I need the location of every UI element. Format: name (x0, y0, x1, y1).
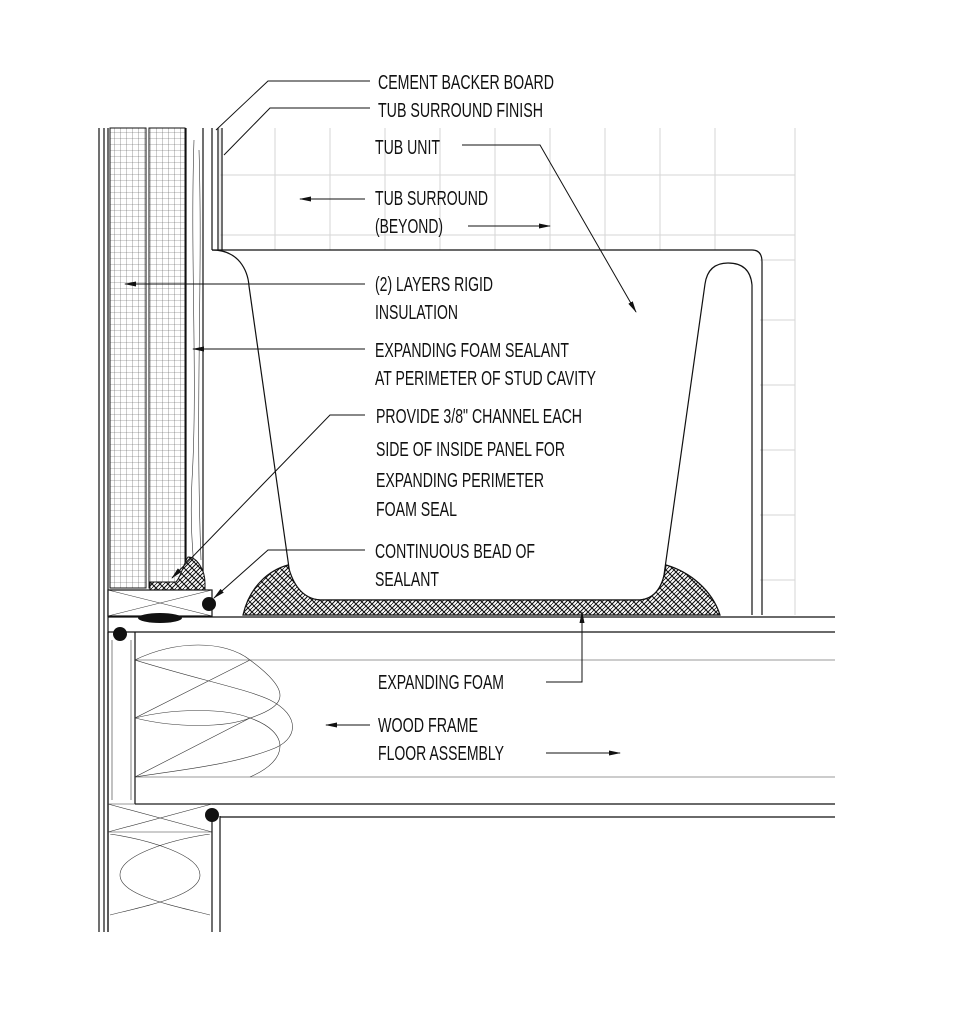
label-foam-sealant-line1: EXPANDING FOAM SEALANT (375, 340, 569, 362)
leader-lines (124, 80, 637, 756)
label-cement-backer-board: CEMENT BACKER BOARD (378, 72, 554, 94)
label-sealant-bead-line1: CONTINUOUS BEAD OF (375, 541, 535, 563)
floor-assembly (107, 597, 835, 932)
label-foam-sealant-line2: AT PERIMETER OF STUD CAVITY (375, 368, 596, 390)
label-rigid-insulation-line1: (2) LAYERS RIGID (375, 274, 493, 296)
label-tub-surround-line1: TUB SURROUND (375, 188, 488, 210)
label-floor-line1: WOOD FRAME (378, 715, 478, 737)
label-channel-line4: FOAM SEAL (376, 499, 457, 521)
label-sealant-bead-line2: SEALANT (375, 569, 439, 591)
tub-surround-tile-grid (219, 128, 796, 615)
label-tub-surround-line2: (BEYOND) (375, 216, 443, 238)
label-tub-unit: TUB UNIT (375, 137, 440, 159)
exterior-wall (98, 127, 223, 932)
tub-unit (211, 249, 763, 616)
label-floor-line2: FLOOR ASSEMBLY (378, 743, 504, 765)
label-channel-line1: PROVIDE 3/8" CHANNEL EACH (376, 406, 582, 428)
label-expanding-foam: EXPANDING FOAM (378, 672, 504, 694)
label-channel-line2: SIDE OF INSIDE PANEL FOR (376, 439, 565, 461)
label-channel-line3: EXPANDING PERIMETER (376, 470, 544, 492)
label-tub-surround-finish: TUB SURROUND FINISH (378, 100, 543, 122)
label-rigid-insulation-line2: INSULATION (375, 302, 458, 324)
